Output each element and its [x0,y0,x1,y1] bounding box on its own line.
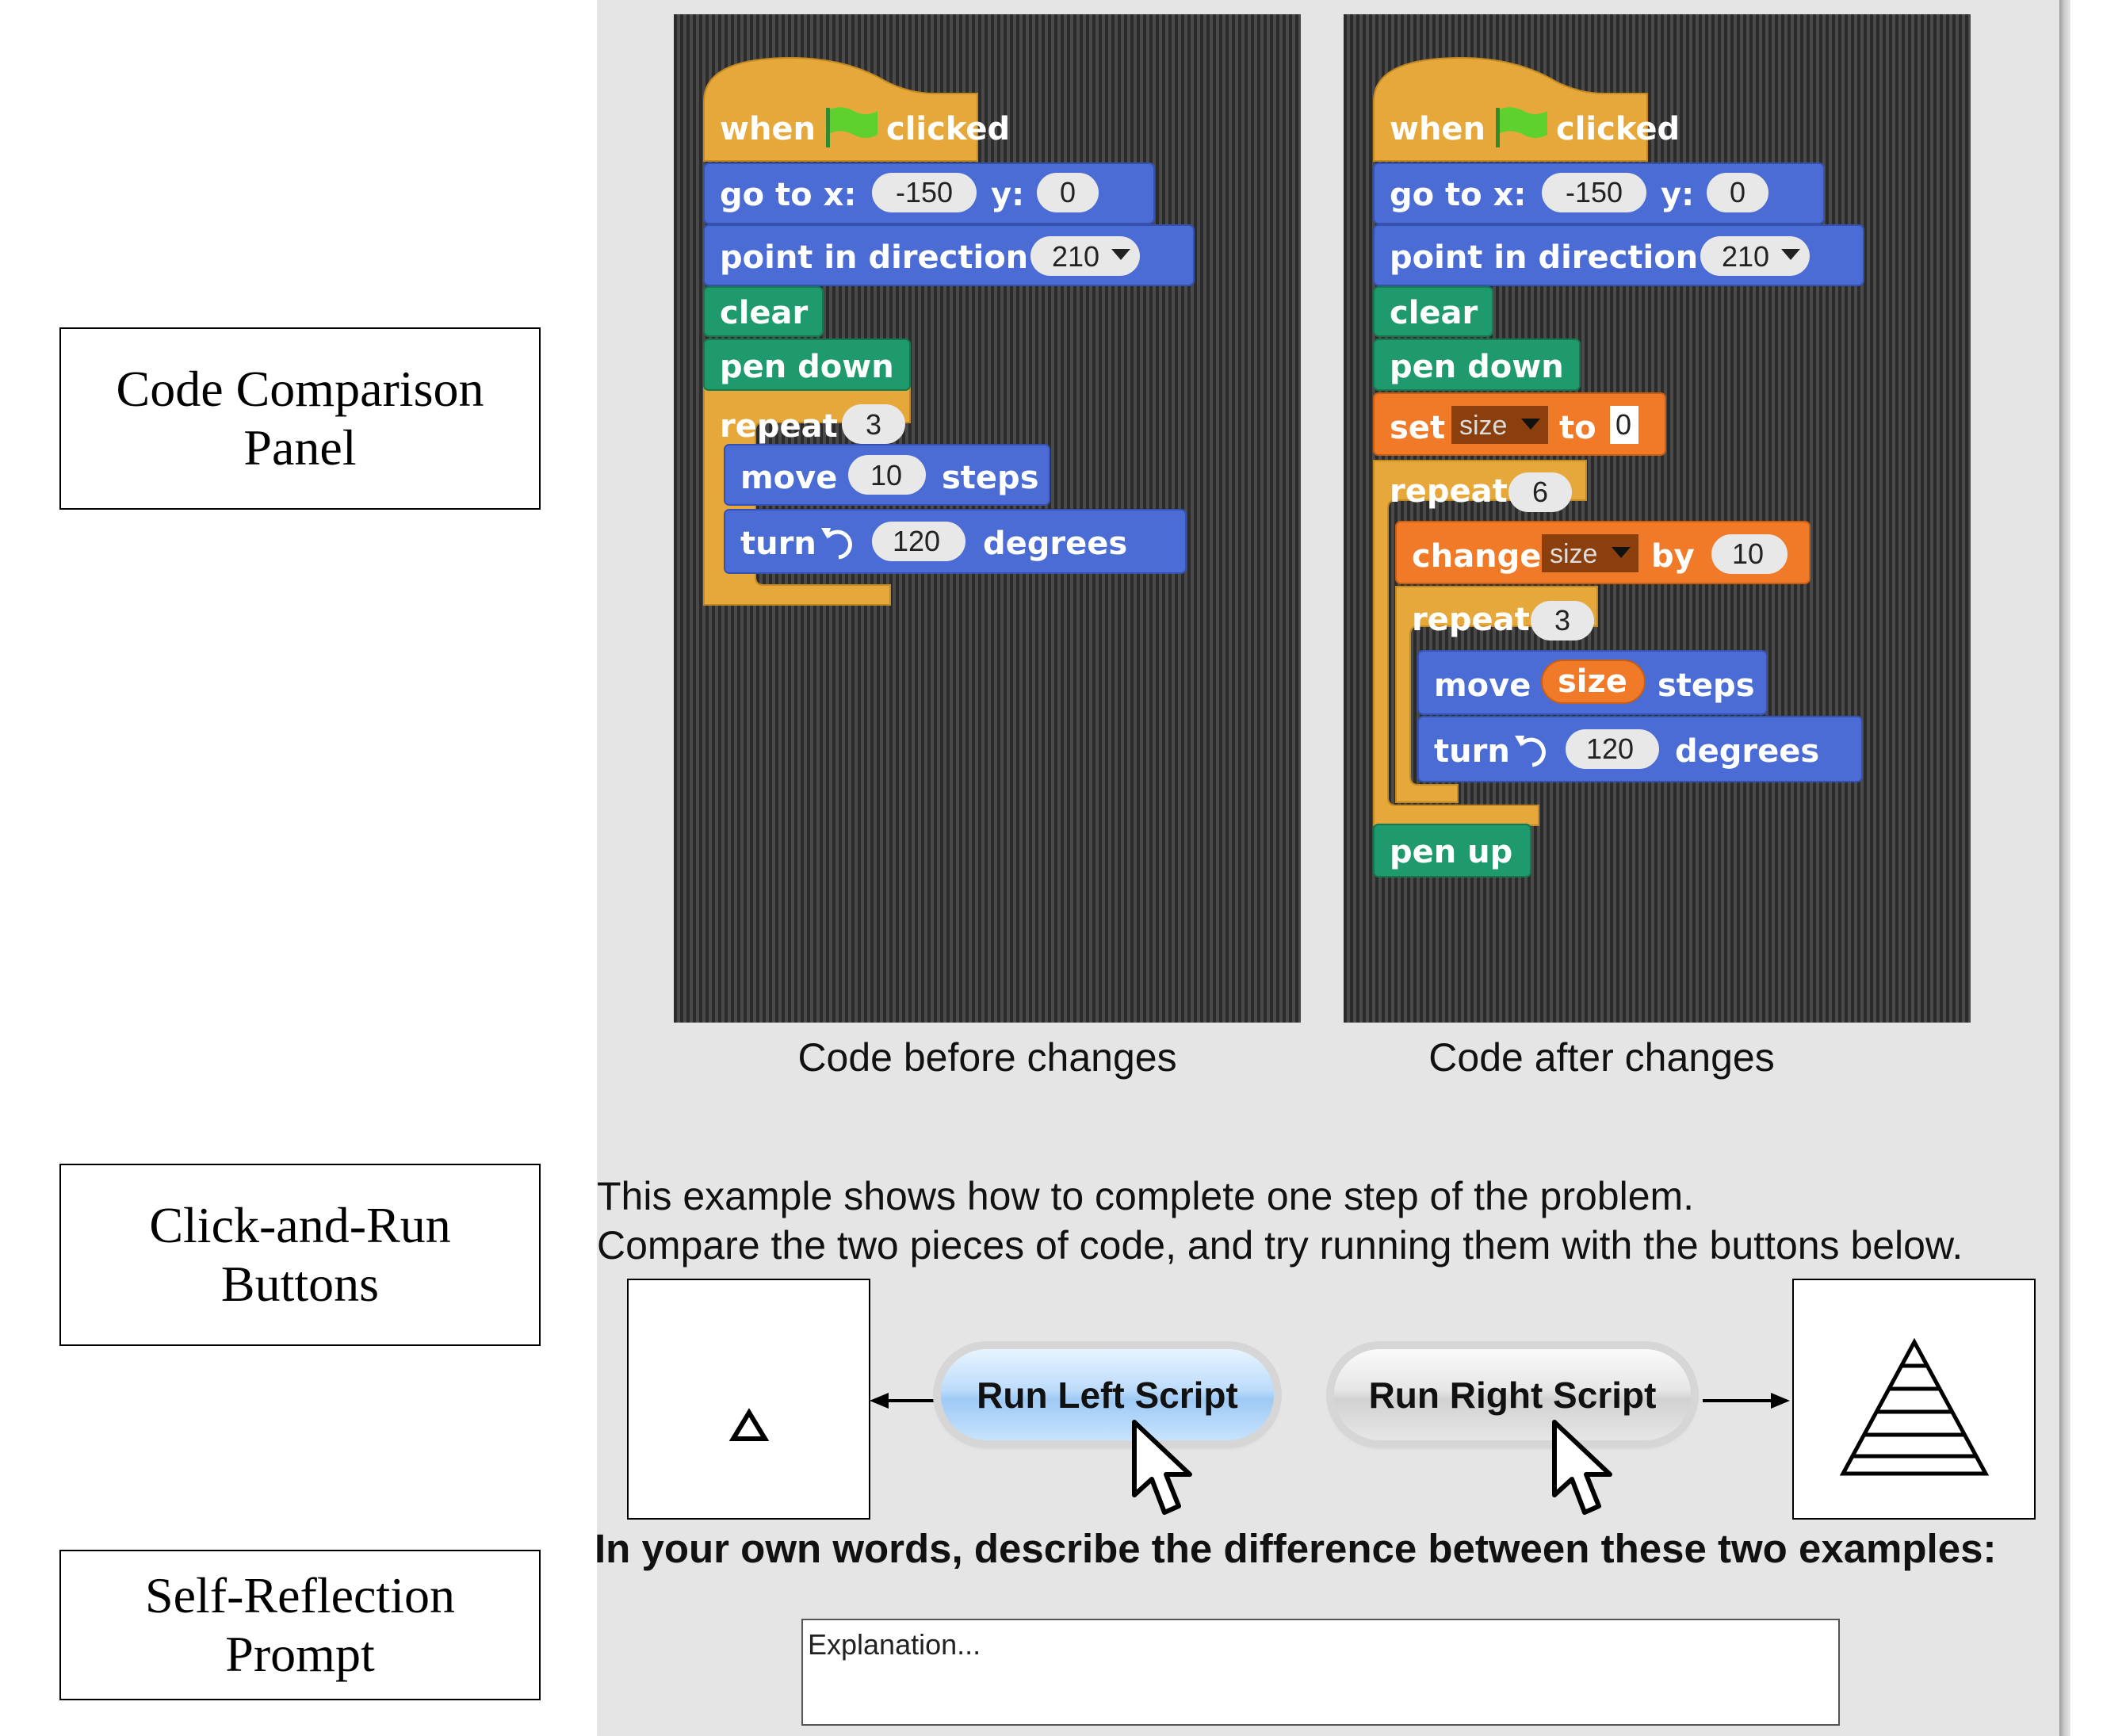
svg-text:size: size [1558,663,1627,700]
svg-text:change: change [1412,538,1541,575]
svg-text:clear: clear [720,295,809,331]
run-left-script-button[interactable]: Run Left Script [941,1349,1274,1440]
svg-text:6: 6 [1532,476,1548,508]
svg-text:degrees: degrees [983,526,1127,562]
svg-text:set: set [1390,410,1445,446]
svg-text:0: 0 [1060,176,1076,208]
left-script-caption: Code before changes [797,1035,1177,1080]
svg-text:10: 10 [1732,537,1764,570]
svg-text:point in direction: point in direction [720,239,1028,276]
right-script-area: when clicked go to x: -150 y: 0 point in… [1344,14,1971,1023]
svg-text:y:: y: [1661,177,1694,213]
svg-text:by: by [1651,538,1695,575]
svg-text:degrees: degrees [1675,733,1819,770]
svg-text:size: size [1459,411,1507,441]
svg-text:-150: -150 [1566,176,1623,208]
svg-text:pen down: pen down [720,349,894,385]
panel-scrollbar-edge [2059,0,2070,1736]
label-line: Prompt [225,1626,375,1682]
svg-text:turn: turn [740,526,816,562]
svg-text:clicked: clicked [1556,111,1680,147]
svg-text:210: 210 [1722,240,1769,273]
label-line: Code Comparison [116,361,484,417]
svg-text:steps: steps [942,460,1039,496]
svg-text:0: 0 [1730,176,1745,208]
instruction-line-1: This example shows how to complete one s… [597,1174,1695,1218]
explanation-field[interactable] [801,1619,1840,1726]
svg-text:point in direction: point in direction [1390,239,1698,276]
green-flag-icon [1496,107,1547,147]
run-left-script-label: Run Left Script [977,1374,1238,1416]
svg-text:move: move [1434,667,1531,704]
svg-text:clear: clear [1390,295,1478,331]
mouse-cursor-icon [1552,1420,1612,1515]
run-right-script-label: Run Right Script [1368,1374,1657,1416]
hat-when-text: when [720,111,816,147]
svg-text:go to x:: go to x: [1390,177,1526,213]
green-flag-icon [826,107,878,147]
svg-text:turn: turn [1434,733,1510,770]
svg-text:3: 3 [1554,604,1570,637]
self-reflection-prompt: In your own words, describe the differen… [595,1526,1997,1571]
svg-text:10: 10 [870,459,902,491]
turn-left-icon [1515,736,1546,767]
svg-text:size: size [1550,539,1597,569]
svg-text:repeat: repeat [1390,473,1508,510]
svg-text:120: 120 [893,525,940,557]
left-arrow [870,1393,941,1409]
svg-text:0: 0 [1615,408,1631,441]
turn-left-icon [821,528,852,560]
svg-text:repeat: repeat [720,408,838,445]
nested-triangles-drawing [1839,1337,1990,1476]
hat-clicked-text: clicked [886,111,1010,147]
right-arrow [1703,1393,1790,1409]
click-and-run-label: Click-and-Run Buttons [59,1164,541,1346]
right-output-stage [1792,1279,2036,1520]
svg-text:-150: -150 [896,176,953,208]
svg-text:120: 120 [1586,732,1634,765]
run-right-script-button[interactable]: Run Right Script [1334,1349,1691,1440]
instruction-line-2: Compare the two pieces of code, and try … [597,1223,1963,1268]
label-line: Self-Reflection [145,1567,455,1623]
label-line: Panel [243,419,357,476]
self-reflection-label: Self-Reflection Prompt [59,1550,541,1700]
code-comparison-label: Code Comparison Panel [59,327,541,510]
left-output-stage [627,1279,870,1520]
svg-text:pen down: pen down [1390,349,1564,385]
svg-text:y:: y: [991,177,1024,213]
svg-text:when: when [1390,111,1485,147]
small-triangle-drawing [728,1408,770,1441]
label-line: Click-and-Run [149,1197,451,1253]
svg-text:repeat: repeat [1412,602,1530,638]
right-script-caption: Code after changes [1428,1035,1775,1080]
svg-text:pen up: pen up [1390,834,1512,870]
label-line: Buttons [220,1256,380,1312]
svg-text:3: 3 [866,408,881,441]
mouse-cursor-icon [1132,1420,1192,1515]
svg-text:move: move [740,460,837,496]
svg-text:to: to [1559,410,1596,446]
svg-text:go to x:: go to x: [720,177,856,213]
left-script-area: when clicked go to x: -150 y: 0 point in… [674,14,1301,1023]
svg-text:steps: steps [1658,667,1755,704]
svg-text:210: 210 [1052,240,1099,273]
